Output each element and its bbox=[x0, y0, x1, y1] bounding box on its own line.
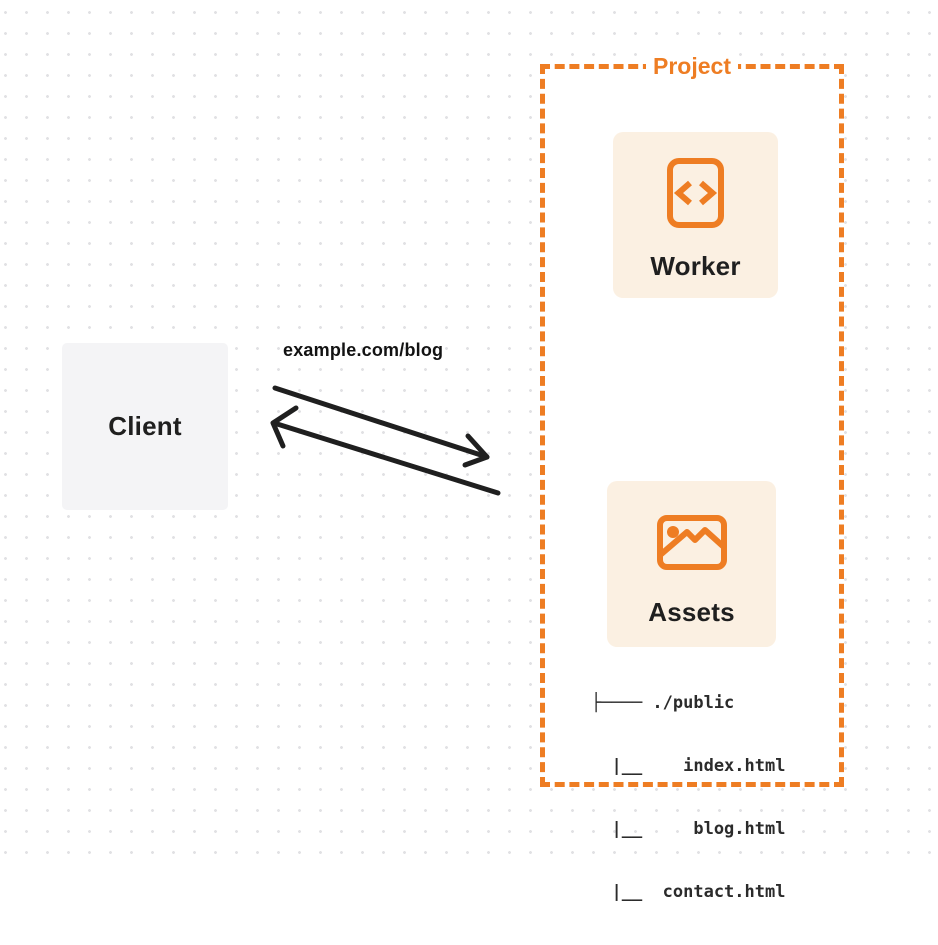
client-node: Client bbox=[62, 343, 228, 510]
request-arrow-line bbox=[272, 385, 490, 460]
worker-label: Worker bbox=[650, 251, 741, 281]
response-arrow-line bbox=[271, 420, 501, 496]
code-document-icon bbox=[667, 158, 724, 228]
file-tree-line-blog: |__ blog.html bbox=[591, 819, 786, 839]
client-label: Client bbox=[108, 411, 182, 441]
assets-label: Assets bbox=[648, 597, 735, 627]
response-arrow bbox=[270, 405, 501, 496]
request-arrowhead bbox=[462, 433, 490, 468]
file-tree-line-contact: |__ contact.html bbox=[591, 882, 786, 902]
response-arrowhead bbox=[270, 405, 299, 449]
image-icon bbox=[656, 515, 727, 570]
project-title: Project bbox=[646, 52, 738, 80]
assets-node: Assets bbox=[607, 481, 776, 647]
request-url-label: example.com/blog bbox=[283, 340, 444, 360]
assets-file-tree: ├──── ./public |__ index.html |__ blog.h… bbox=[591, 651, 785, 945]
diagram-canvas: Client example.com/blog Project Worker bbox=[0, 0, 938, 902]
file-tree-line-index: |__ index.html bbox=[591, 756, 786, 776]
request-arrow bbox=[272, 385, 490, 468]
file-tree-line-root: ├──── ./public bbox=[591, 693, 735, 713]
worker-node: Worker bbox=[613, 132, 778, 298]
project-container: Project Worker Assets ├──── ./public |__… bbox=[540, 52, 844, 902]
